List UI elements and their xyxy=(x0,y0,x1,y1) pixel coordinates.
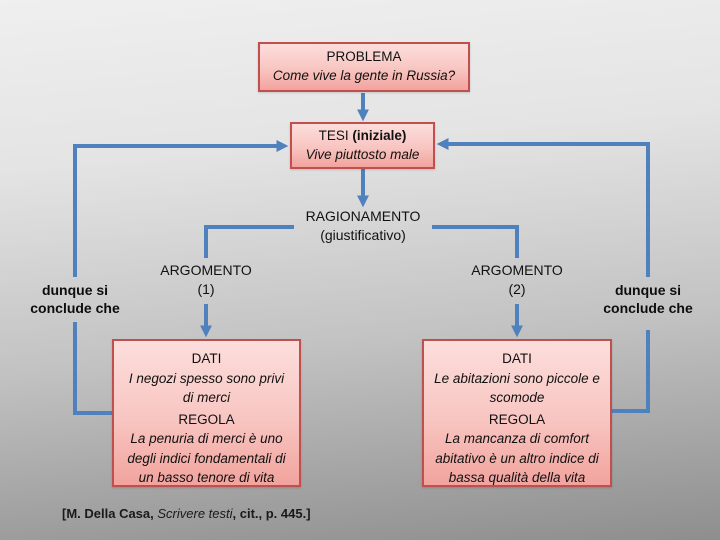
conclusion-left-line2: conclude che xyxy=(30,300,120,317)
tesi-title-plain: TESI xyxy=(318,127,353,143)
argomento2-line1: ARGOMENTO xyxy=(471,262,563,278)
ragionamento-line2: (giustificativo) xyxy=(320,226,406,243)
conclusion-right-line2: conclude che xyxy=(603,300,693,317)
box2-regola-label: REGOLA xyxy=(488,411,546,427)
conclusion-right-line1: dunque si xyxy=(614,282,682,298)
ragionamento-line1: RAGIONAMENTO xyxy=(305,208,421,224)
tesi-title: TESI (iniziale) xyxy=(319,127,407,146)
conclusion-left-line1: dunque si xyxy=(41,282,109,298)
box1-regola-label: REGOLA xyxy=(178,411,235,427)
argomento1-dati-regola-box: DATI I negozi spesso sono privi di merci… xyxy=(112,339,301,487)
tesi-box: TESI (iniziale) Vive piuttosto male xyxy=(290,122,435,169)
connector-left-lower xyxy=(73,322,112,415)
citation-suffix: , cit., p. 445.] xyxy=(232,506,311,521)
box1-dati-text: I negozi spesso sono privi di merci xyxy=(128,370,285,406)
box1-regola-text: La penuria di merci è uno degli indici f… xyxy=(127,431,286,486)
citation-work-title: Scrivere testi xyxy=(157,506,233,521)
argomento1-label: ARGOMENTO (1) xyxy=(153,261,259,299)
branch-ragionamento-argomento1 xyxy=(204,225,294,258)
connector-right-lower xyxy=(612,330,650,413)
argomento2-label: ARGOMENTO (2) xyxy=(464,261,570,299)
problema-question: Come vive la gente in Russia? xyxy=(272,68,456,84)
argomento2-dati-regola-box: DATI Le abitazioni sono piccole e scomod… xyxy=(422,339,612,487)
conclusion-label-right: dunque si conclude che xyxy=(583,281,713,317)
connector-left-upper-arrow xyxy=(73,140,289,277)
box1-dati-label: DATI xyxy=(191,351,222,366)
ragionamento-label: RAGIONAMENTO (giustificativo) xyxy=(288,207,438,245)
box2-regola-text: La mancanza di comfort abitativo è un al… xyxy=(435,431,599,486)
branch-ragionamento-argomento2 xyxy=(432,225,519,258)
argomento1-line1: ARGOMENTO xyxy=(160,262,252,278)
connector-right-upper-arrow xyxy=(436,138,650,277)
problema-title: PROBLEMA xyxy=(326,49,402,65)
problema-box: PROBLEMA Come vive la gente in Russia? xyxy=(258,42,470,92)
box2-dati-label: DATI xyxy=(502,351,532,366)
tesi-title-bold: (iniziale) xyxy=(352,127,407,143)
citation: [M. Della Casa, Scrivere testi, cit., p.… xyxy=(62,506,311,521)
argomento1-line2: (1) xyxy=(197,280,215,297)
conclusion-label-left: dunque si conclude che xyxy=(10,281,140,317)
citation-prefix: [M. Della Casa, xyxy=(62,506,158,521)
argomento2-line2: (2) xyxy=(508,280,526,297)
tesi-statement: Vive piuttosto male xyxy=(305,146,420,162)
box2-dati-text: Le abitazioni sono piccole e scomode xyxy=(434,370,600,406)
